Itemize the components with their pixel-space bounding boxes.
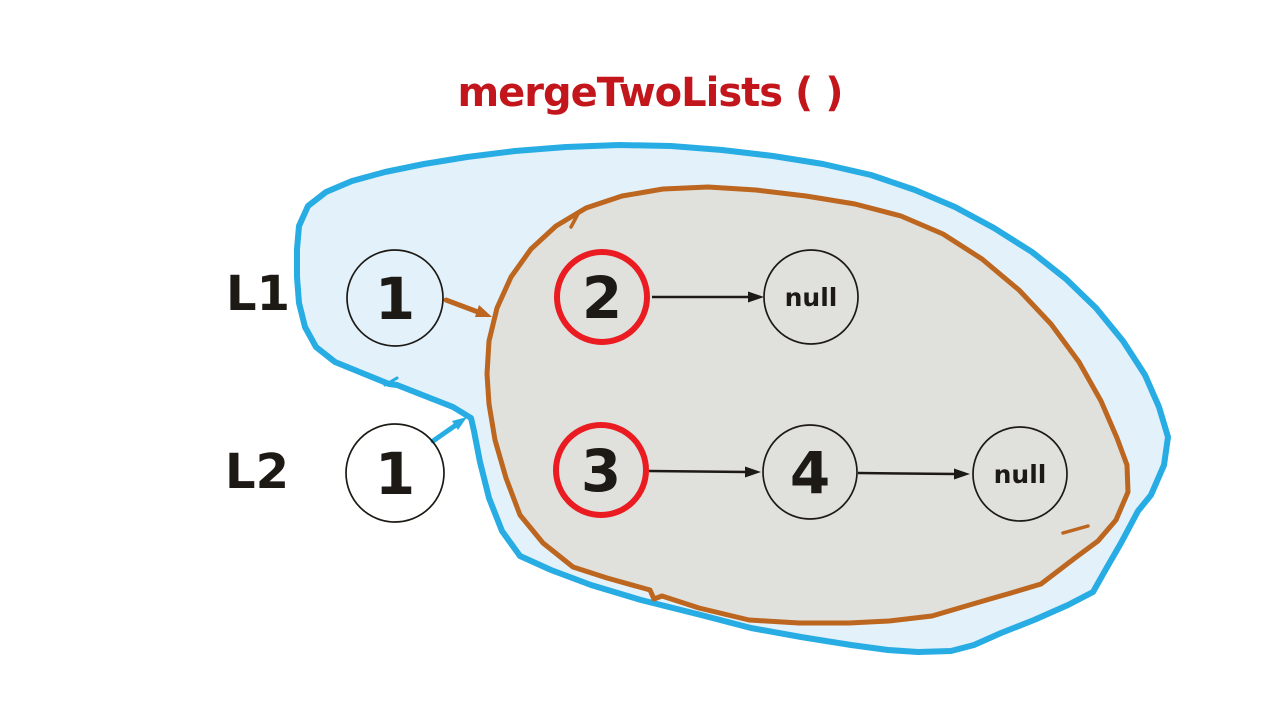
node-value: 4 <box>790 439 830 507</box>
inner-blob-stroke-spur <box>1061 524 1090 535</box>
node-l2-null: null <box>972 426 1068 522</box>
arrow-node4-to-null <box>857 468 970 480</box>
arrow-node2-to-null <box>652 291 764 303</box>
arrowhead <box>954 468 970 480</box>
node-l1-null: null <box>763 249 859 345</box>
node-value: 3 <box>581 437 621 505</box>
arrow-l1-into-region <box>443 297 492 317</box>
list-label-l2: L2 <box>225 444 289 500</box>
node-l2-value-1: 1 <box>345 423 445 523</box>
node-value: 1 <box>375 440 415 508</box>
arrowhead <box>748 291 764 303</box>
list-label-l1: L1 <box>226 266 290 322</box>
inner-blob-arrowhead-tick <box>563 210 581 229</box>
node-value: 1 <box>375 265 415 333</box>
node-value: null <box>994 460 1047 489</box>
node-value: 2 <box>582 264 622 332</box>
node-l1-value-1: 1 <box>346 249 444 347</box>
arrow-l2-into-region <box>430 417 467 444</box>
node-l2-value-4: 4 <box>762 424 858 520</box>
outer-blob-stroke-tick <box>383 376 399 387</box>
node-value: null <box>785 283 838 312</box>
arrow-node3-to-node4 <box>648 466 761 478</box>
arrowhead <box>475 305 492 317</box>
node-l2-value-3-highlighted: 3 <box>553 422 649 518</box>
node-l1-value-2-highlighted: 2 <box>554 249 650 345</box>
arrowhead <box>452 417 467 430</box>
page-title: mergeTwoLists ( ) <box>458 70 843 116</box>
arrowhead <box>745 466 761 478</box>
